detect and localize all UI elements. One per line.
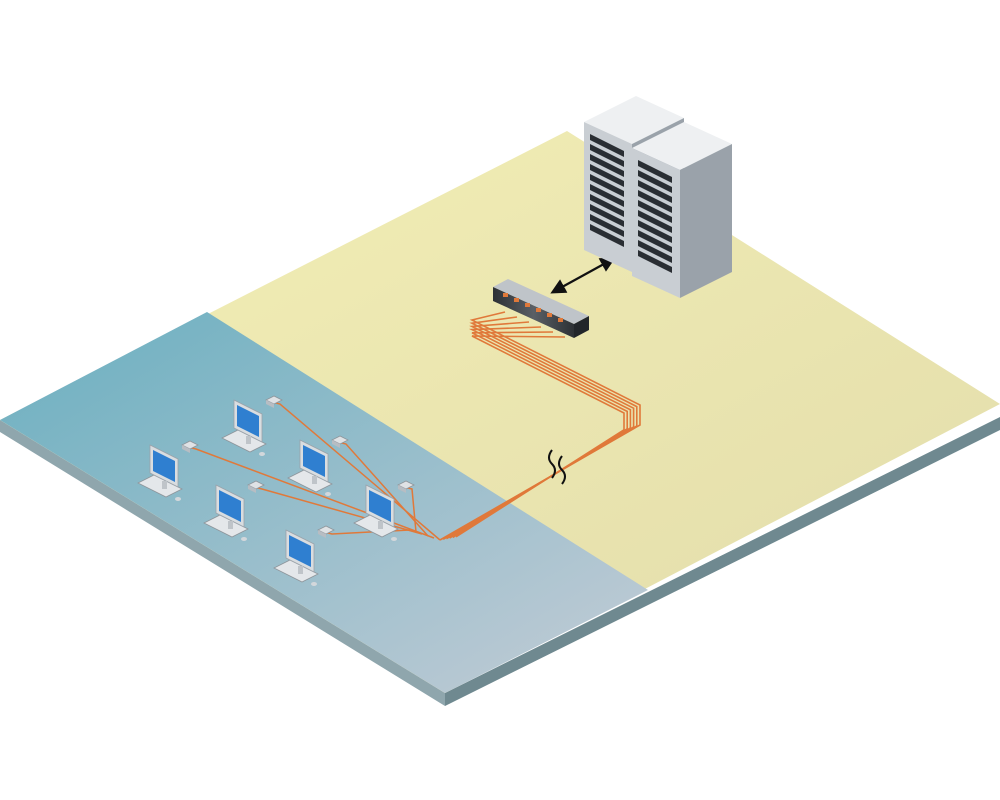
monitor-screen [153,450,175,482]
extender-box-side [248,485,256,493]
switch-ports [503,293,563,322]
network-switch-icon [493,279,589,338]
server-bay [590,214,624,237]
keyboard-icon [353,514,399,538]
server-bay [638,170,672,193]
monitor-stand [312,476,317,484]
switch-port [525,303,530,307]
keyboard-icon [287,469,333,493]
switch-port [503,293,508,297]
monitor-screen [219,490,241,522]
mouse-icon [259,452,265,456]
server-bay [590,144,624,167]
server-bay [638,210,672,233]
server-bay [590,164,624,187]
server-rack-icon [632,122,732,298]
keyboard-icon [137,474,183,498]
desktop-computer-icon [221,395,283,456]
floor-zone-blue [0,312,648,693]
cable-break-icon [548,449,566,485]
monitor-stand [228,521,233,529]
server-bay [590,134,624,157]
desktop-computer-icon [273,525,335,586]
server-side [680,144,732,298]
server-bay [590,154,624,177]
monitor-screen [303,445,325,477]
server-group [584,96,732,298]
server-bay [638,160,672,183]
server-bay [590,174,624,197]
mouse-icon [311,582,317,586]
server-bay [638,250,672,273]
server-bay [638,180,672,203]
floor-edge-right [445,417,1000,706]
desktop-computer-icon [137,440,199,501]
server-bay [590,184,624,207]
extender-box-side [332,440,340,448]
server-bay [638,240,672,263]
server-bay [590,224,624,247]
server-top [584,96,684,144]
mouse-icon [241,537,247,541]
mouse-icon [175,497,181,501]
monitor-screen [369,490,391,522]
server-top [632,122,732,170]
switch-port [547,313,552,317]
mouse-icon [325,492,331,496]
keyboard-icon [203,514,249,538]
extender-box-side [266,400,274,408]
server-bay [638,230,672,253]
switch-port [558,318,563,322]
server-bay [590,204,624,227]
floor-platform [0,131,1000,706]
server-bay [638,220,672,243]
floor-edge-left [0,420,445,706]
switch-port [536,308,541,312]
desktop-computer-icon [353,480,415,541]
monitor-stand [162,481,167,489]
monitor-screen [237,405,259,437]
monitor-stand [246,436,251,444]
keyboard-icon [221,429,267,453]
server-bay [590,194,624,217]
mouse-icon [391,537,397,541]
keyboard-icon [273,559,319,583]
switch-port [514,298,519,302]
extender-box-side [182,445,190,453]
monitor-screen [289,535,311,567]
extender-box-side [398,485,406,493]
desktop-computer-icon [287,435,349,496]
server-link-arrow [550,257,616,294]
monitor-stand [378,521,383,529]
extender-box-side [318,530,326,538]
server-bay [638,200,672,223]
monitor-stand [298,566,303,574]
server-bay [638,190,672,213]
cable-strand [455,335,625,538]
desktop-computer-icon [203,480,265,541]
workstation-group [137,395,415,586]
